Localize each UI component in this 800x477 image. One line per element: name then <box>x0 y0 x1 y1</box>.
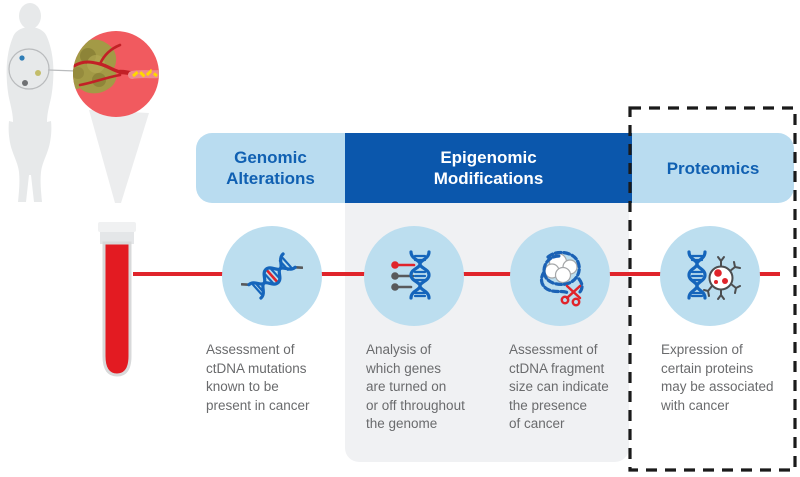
tumor-dot-blue <box>19 55 25 61</box>
nucleosome-scissors-icon <box>539 250 584 307</box>
step-description-methylation: Analysis of which genes are turned on or… <box>366 342 465 431</box>
ctdna-fragment-squiggle <box>132 68 158 80</box>
step-description-genomic: Assessment of ctDNA mutations known to b… <box>206 342 310 413</box>
methyl-pin-gray <box>391 272 399 280</box>
header-genomic-alterations: Genomic Alterations <box>196 133 345 203</box>
proteomics-highlight-border <box>628 106 797 472</box>
dna-methylation-pins-icon <box>391 250 431 300</box>
header-proteomics: Proteomics <box>632 133 794 203</box>
header-epigenomic-modifications: Epigenomic Modifications <box>345 133 632 203</box>
step-description-fragmentation: Assessment of ctDNA fragment size can in… <box>509 342 609 431</box>
human-body-silhouette-icon <box>6 3 77 202</box>
antibody-spikes <box>703 256 741 300</box>
blood-sample-tube-icon <box>98 222 136 377</box>
blood-draw-illustration <box>6 3 159 377</box>
chromatin-chain <box>539 250 584 295</box>
mutation-rung <box>266 269 278 283</box>
dna-protein-antibody-icon <box>687 250 741 300</box>
step-circle-proteomics <box>660 226 760 326</box>
histone-cluster <box>544 252 578 284</box>
tumor-dot-gray <box>22 80 28 86</box>
step-circle-methylation <box>364 226 464 326</box>
tumor-dot-olive <box>35 70 41 76</box>
step-circle-fragmentation <box>510 226 610 326</box>
scissors-icon <box>560 284 582 307</box>
funnel-shape <box>89 110 149 203</box>
magnifier-connector-line <box>47 69 77 72</box>
methyl-pin-gray <box>391 283 399 291</box>
tumor-site-circle <box>8 48 50 90</box>
methyl-pin-red <box>391 261 399 269</box>
tumor-magnified-icon <box>73 31 159 117</box>
dna-helix-mutation-icon <box>241 252 303 300</box>
step-description-proteomics: Expression of certain proteins may be as… <box>661 342 774 413</box>
step-circle-genomic <box>222 226 322 326</box>
